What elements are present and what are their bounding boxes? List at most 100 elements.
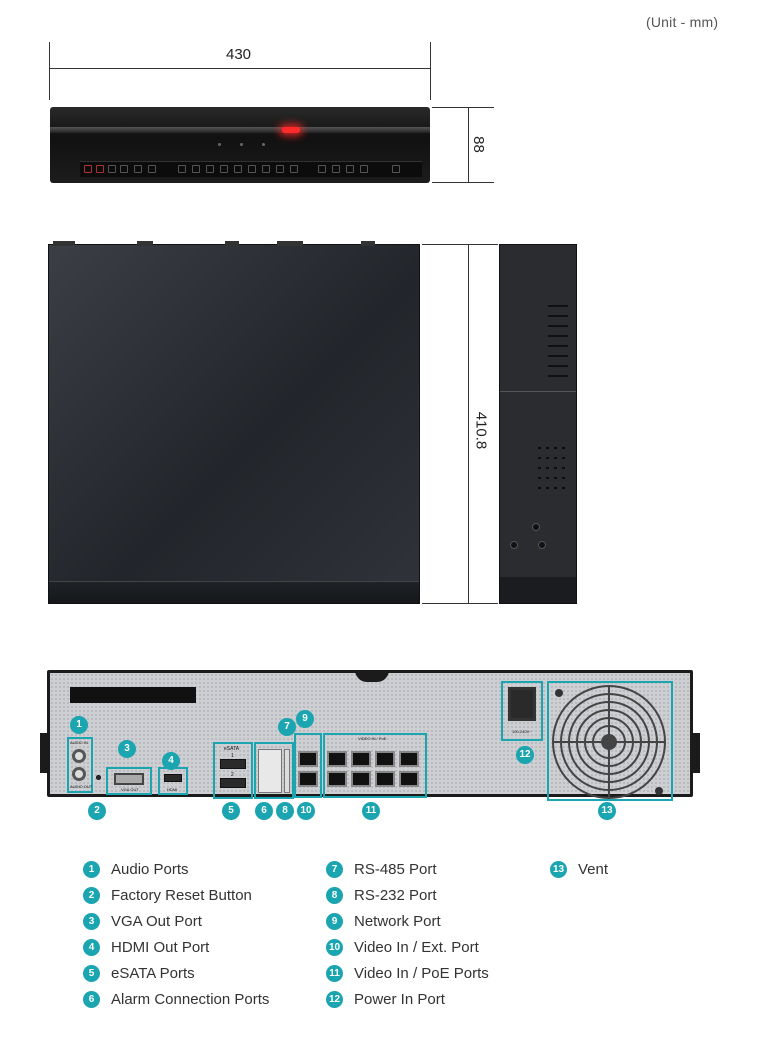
audio-in-label: AUDIO IN [70, 740, 88, 745]
callout-badge: 9 [296, 710, 314, 728]
video-in-ext-port [298, 771, 318, 787]
side-vent-hole [538, 457, 541, 459]
side-vent-hole [546, 477, 549, 479]
side-vent-hole [538, 447, 541, 449]
warning-label [70, 687, 196, 703]
depth-tick-top [422, 244, 498, 245]
front-button [108, 165, 116, 173]
rear-view: AUDIO IN AUDIO OUT VGA OUT HDMI eSATA 1 … [40, 670, 700, 801]
width-line [49, 68, 431, 69]
legend-number: 6 [83, 990, 100, 1008]
front-button [134, 165, 142, 173]
height-tick-bottom [432, 182, 494, 183]
front-usb-port [392, 165, 400, 173]
callout-badge: 6 [255, 802, 273, 820]
legend-item: 12 Power In Port [326, 989, 445, 1009]
legend-item: 2 Factory Reset Button [83, 885, 252, 905]
front-stripe [50, 127, 430, 133]
side-vent-hole [546, 447, 549, 449]
front-button [332, 165, 340, 173]
poe-port [399, 751, 419, 767]
legend-item: 7 RS-485 Port [326, 859, 437, 879]
legend-item: 6 Alarm Connection Ports [83, 989, 269, 1009]
width-label: 430 [226, 46, 252, 63]
depth-tick-bottom [422, 603, 498, 604]
callout-badge: 8 [276, 802, 294, 820]
legend-item: 3 VGA Out Port [83, 911, 202, 931]
side-vent-hole [554, 487, 557, 489]
audio-out-port [72, 767, 86, 781]
front-button [178, 165, 186, 173]
poe-port [351, 771, 371, 787]
legend-item: 13 Vent [550, 859, 608, 879]
front-button [96, 165, 104, 173]
audio-in-port [72, 749, 86, 763]
side-vent-hole [546, 457, 549, 459]
legend-number: 11 [326, 964, 343, 982]
rear-foot-left [40, 733, 50, 773]
front-button [276, 165, 284, 173]
side-vent-hole [554, 467, 557, 469]
legend-number: 1 [83, 860, 100, 878]
width-tick-left [49, 42, 50, 100]
esata-2-label: 2 [231, 772, 234, 778]
side-vent-hole [562, 447, 565, 449]
power-in-port [508, 687, 536, 721]
side-vent-hole [538, 467, 541, 469]
legend-number: 2 [83, 886, 100, 904]
power-port-highlight [501, 681, 543, 741]
side-vent-hole [554, 457, 557, 459]
top-front-edge [49, 581, 419, 603]
front-button [206, 165, 214, 173]
legend-label: RS-485 Port [354, 860, 437, 878]
side-screw [510, 541, 518, 549]
callout-badge: 7 [278, 718, 296, 736]
side-vent-hole [546, 487, 549, 489]
side-vent-slot [548, 335, 568, 337]
front-button [84, 165, 92, 173]
legend-label: Network Port [354, 912, 441, 930]
legend-label: HDMI Out Port [111, 938, 210, 956]
side-screw [538, 541, 546, 549]
legend-label: Vent [578, 860, 609, 878]
legend-label: Video In / PoE Ports [354, 964, 489, 982]
top-lip [225, 241, 239, 246]
poe-ports-highlight [323, 733, 427, 798]
side-vent-hole [538, 487, 541, 489]
front-button [248, 165, 256, 173]
esata-port-1 [220, 759, 246, 769]
top-view [48, 241, 420, 604]
legend-label: Audio Ports [111, 860, 189, 878]
top-lip [53, 241, 75, 246]
side-vent-slot [548, 345, 568, 347]
legend-number: 3 [83, 912, 100, 930]
callout-badge: 2 [88, 802, 106, 820]
legend-number: 4 [83, 938, 100, 956]
legend-number: 5 [83, 964, 100, 982]
callout-badge: 5 [222, 802, 240, 820]
legend-label: Alarm Connection Ports [111, 990, 270, 1008]
side-vent-slot [548, 325, 568, 327]
front-button [148, 165, 156, 173]
side-vent-hole [562, 457, 565, 459]
legend-label: RS-232 Port [354, 886, 437, 904]
hdmi-label: HDMI [167, 787, 178, 792]
audio-ports-highlight [67, 737, 93, 793]
width-tick-right [430, 42, 431, 100]
callout-badge: 3 [118, 740, 136, 758]
side-vent-hole [554, 447, 557, 449]
vga-port-highlight [106, 767, 152, 795]
esata-ports-highlight [213, 742, 253, 799]
side-vent-hole [562, 467, 565, 469]
video-in-poe-label: VIDEO IN / PoE [358, 736, 387, 741]
poe-port [375, 771, 395, 787]
network-port-highlight [294, 733, 322, 798]
poe-port [351, 751, 371, 767]
height-label: 88 [469, 136, 487, 153]
esata-port-2 [220, 778, 246, 788]
side-vent-slot [548, 375, 568, 377]
side-screw [532, 523, 540, 531]
legend-item: 1 Audio Ports [83, 859, 189, 879]
unit-note: (Unit - mm) [646, 14, 719, 30]
front-button [192, 165, 200, 173]
